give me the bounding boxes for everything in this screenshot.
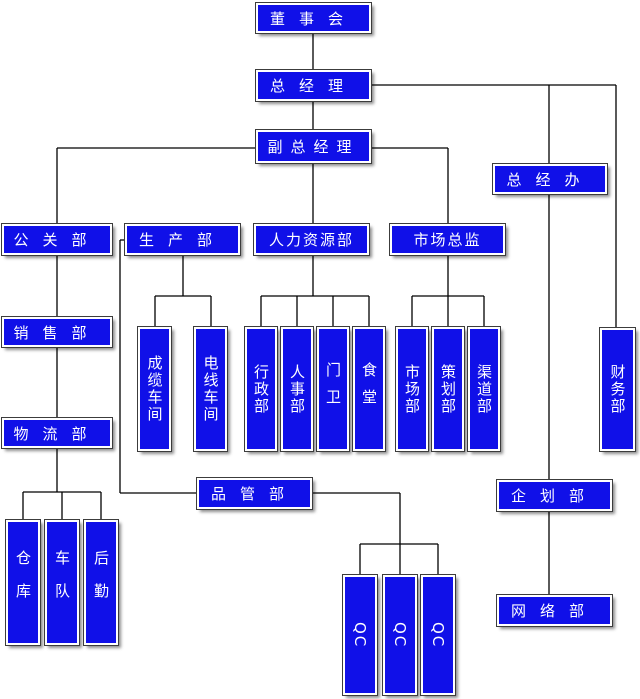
node-logistics[interactable]: 物流部 xyxy=(1,417,113,449)
node-gm-office[interactable]: 总经办 xyxy=(492,163,608,195)
node-logistics-support[interactable]: 后勤 xyxy=(83,519,119,646)
node-finance[interactable]: 财务部 xyxy=(599,327,636,452)
node-board[interactable]: 董事会 xyxy=(255,2,372,34)
node-planning[interactable]: 策划部 xyxy=(431,326,465,452)
node-canteen[interactable]: 食堂 xyxy=(352,326,386,452)
node-warehouse[interactable]: 仓库 xyxy=(5,519,41,646)
node-hr[interactable]: 人力资源部 xyxy=(253,223,370,256)
node-qc-3[interactable]: QC xyxy=(420,574,456,696)
node-admin[interactable]: 行政部 xyxy=(244,326,278,452)
node-personnel[interactable]: 人事部 xyxy=(280,326,314,452)
node-market-director[interactable]: 市场总监 xyxy=(389,223,506,256)
node-qc-2[interactable]: QC xyxy=(382,574,418,696)
node-forming-workshop[interactable]: 成缆车间 xyxy=(137,326,172,452)
node-qc-dept[interactable]: 品管部 xyxy=(196,477,313,510)
node-deputy-gm[interactable]: 副总经理 xyxy=(255,129,372,164)
node-qc-1[interactable]: QC xyxy=(342,574,378,696)
node-wire-workshop[interactable]: 电线车间 xyxy=(193,326,228,452)
node-guard[interactable]: 门卫 xyxy=(316,326,350,452)
node-enterprise-planning[interactable]: 企划部 xyxy=(496,479,613,512)
node-fleet[interactable]: 车队 xyxy=(44,519,80,646)
node-marketing[interactable]: 市场部 xyxy=(395,326,429,452)
node-production[interactable]: 生产部 xyxy=(124,223,241,256)
node-network[interactable]: 网络部 xyxy=(496,594,613,627)
node-pr[interactable]: 公关部 xyxy=(1,223,113,256)
node-channel[interactable]: 渠道部 xyxy=(467,326,501,452)
node-sales[interactable]: 销售部 xyxy=(1,316,113,348)
node-gm[interactable]: 总经理 xyxy=(255,69,372,102)
